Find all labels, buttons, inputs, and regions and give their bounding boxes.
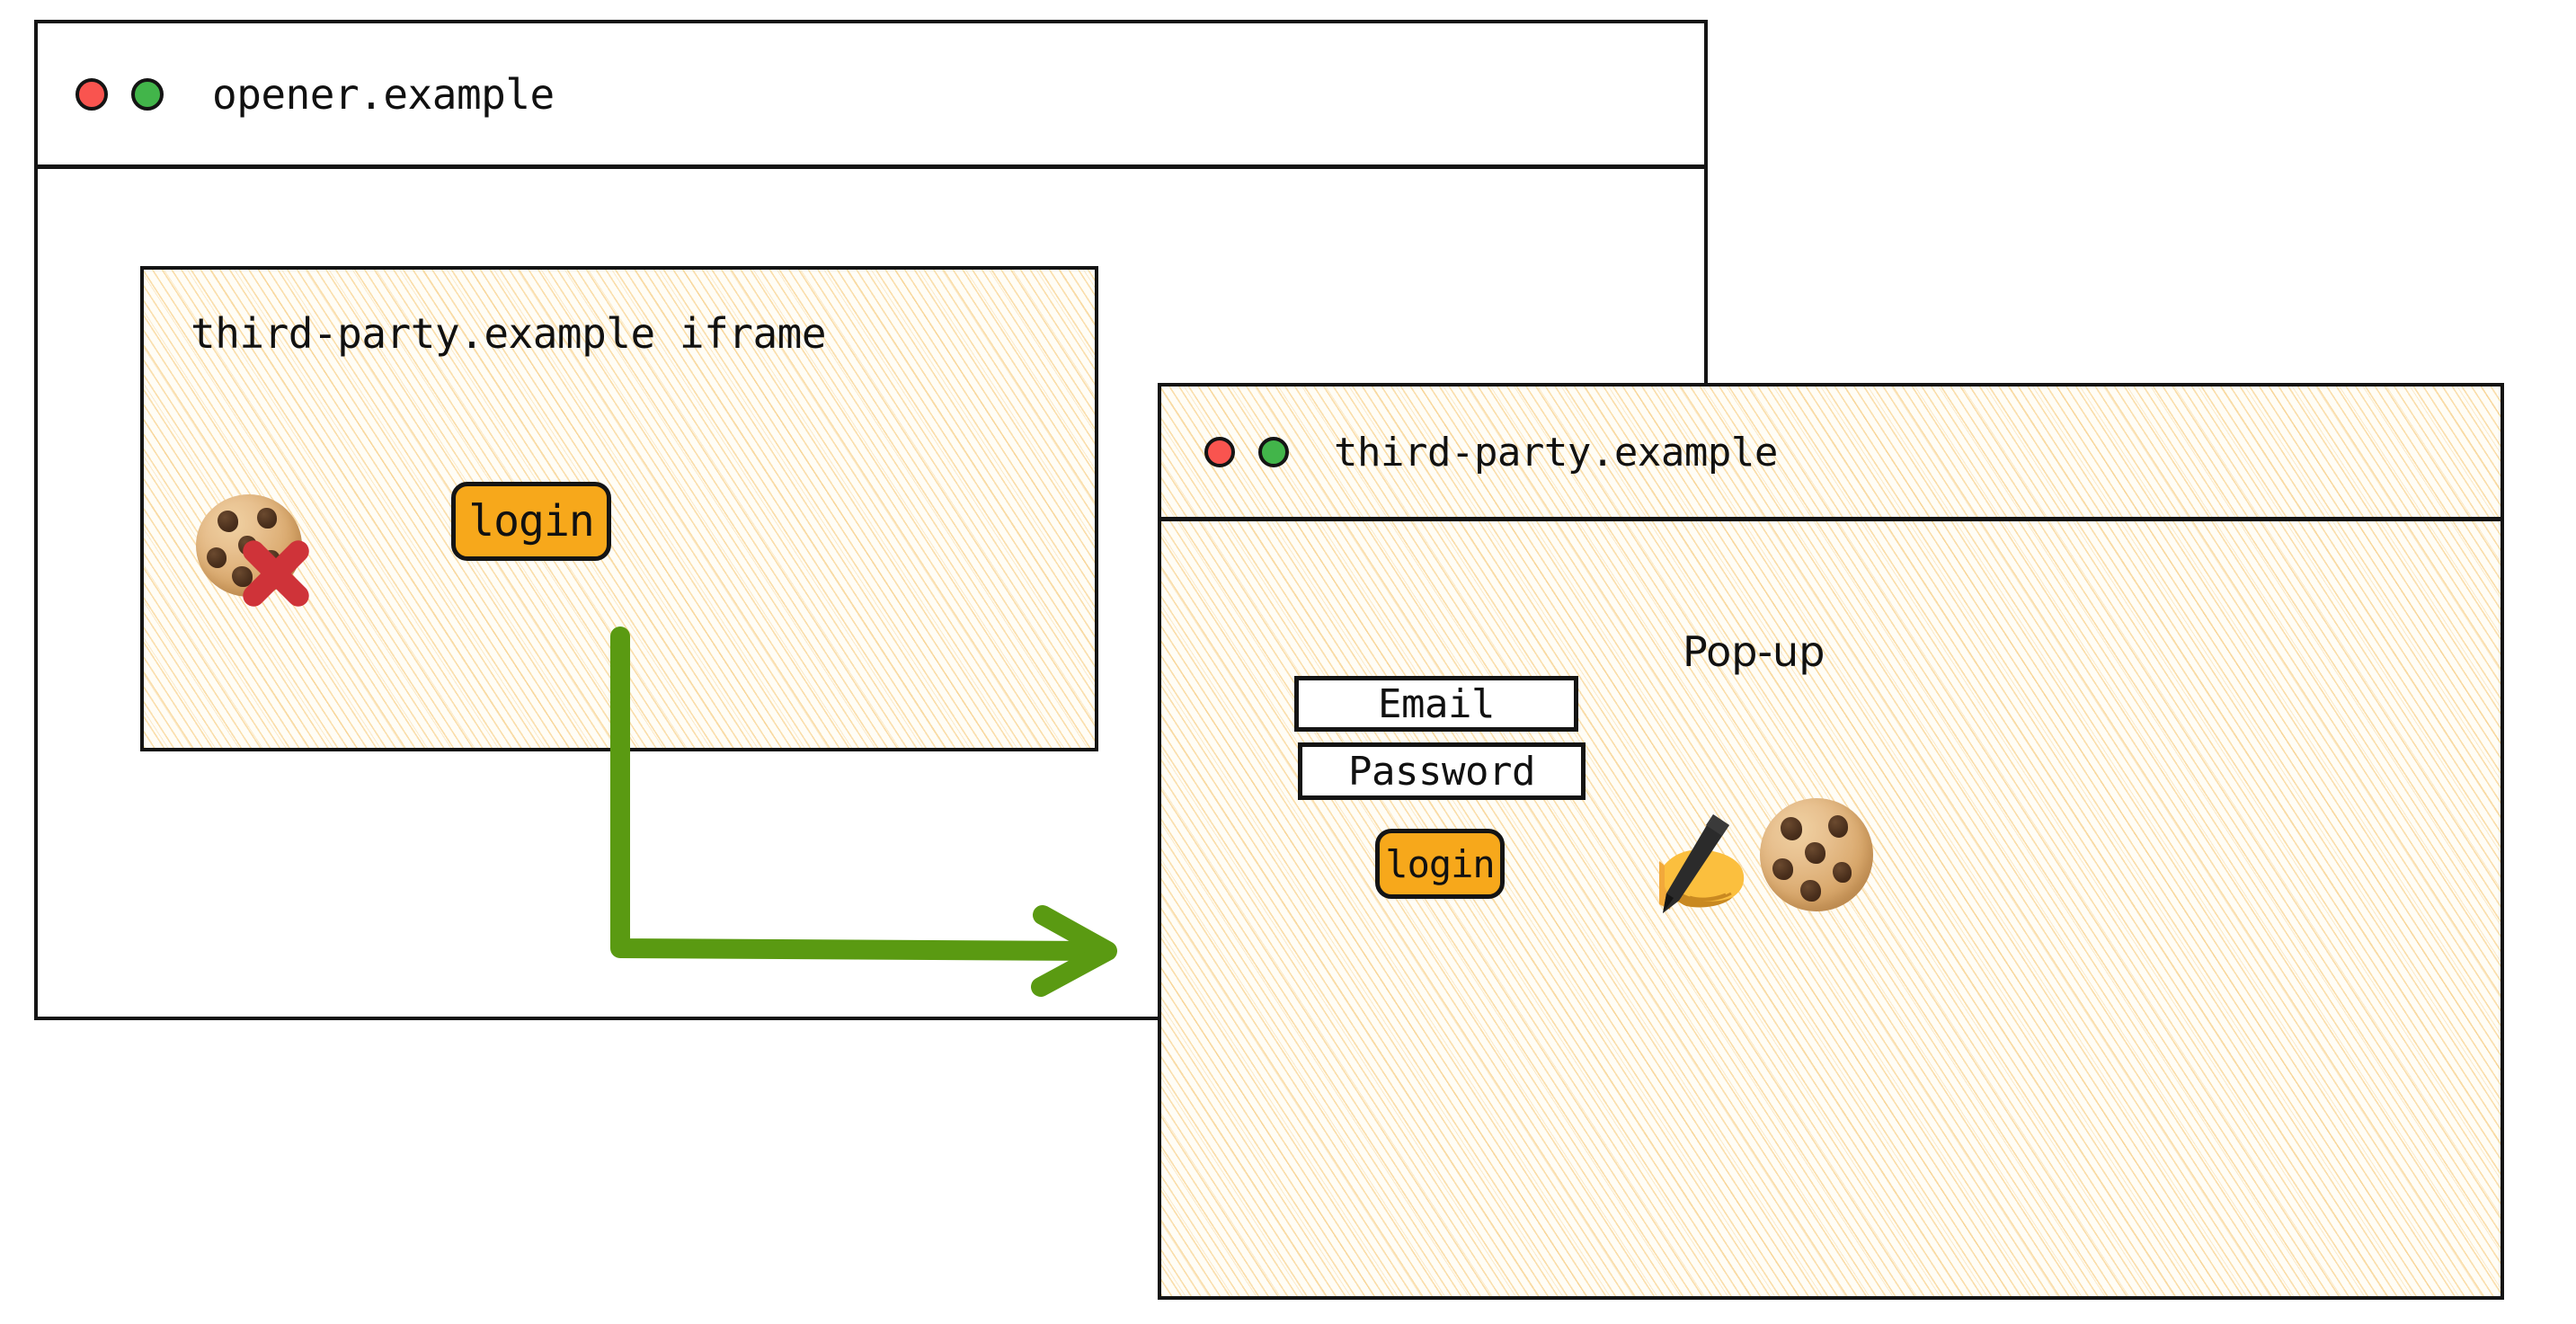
popup-login-button[interactable]: login xyxy=(1375,829,1505,899)
iframe-title-label: third-party.example iframe xyxy=(191,309,827,358)
opener-titlebar-divider xyxy=(37,164,1705,169)
cookie-icon xyxy=(1760,798,1873,911)
popup-window-title: third-party.example xyxy=(1334,429,1778,475)
writing-hand-icon xyxy=(1659,814,1745,913)
popup-titlebar: third-party.example xyxy=(1160,387,2501,521)
close-dot-icon[interactable] xyxy=(1204,437,1235,467)
minimize-dot-icon[interactable] xyxy=(1258,437,1289,467)
minimize-dot-icon[interactable] xyxy=(131,78,164,111)
popup-browser-window: third-party.example Email Password login… xyxy=(1158,383,2504,1300)
login-opens-popup-arrow xyxy=(610,626,1117,997)
iframe-login-button[interactable]: login xyxy=(451,482,611,561)
popup-titlebar-divider xyxy=(1160,517,2501,521)
email-field[interactable]: Email xyxy=(1294,676,1578,732)
cookie-blocked-icon xyxy=(196,494,314,611)
opener-window-title: opener.example xyxy=(212,70,555,119)
opener-titlebar: opener.example xyxy=(37,23,1705,169)
popup-label: Pop-up xyxy=(1683,627,1825,676)
password-field[interactable]: Password xyxy=(1298,742,1586,800)
close-dot-icon[interactable] xyxy=(76,78,108,111)
